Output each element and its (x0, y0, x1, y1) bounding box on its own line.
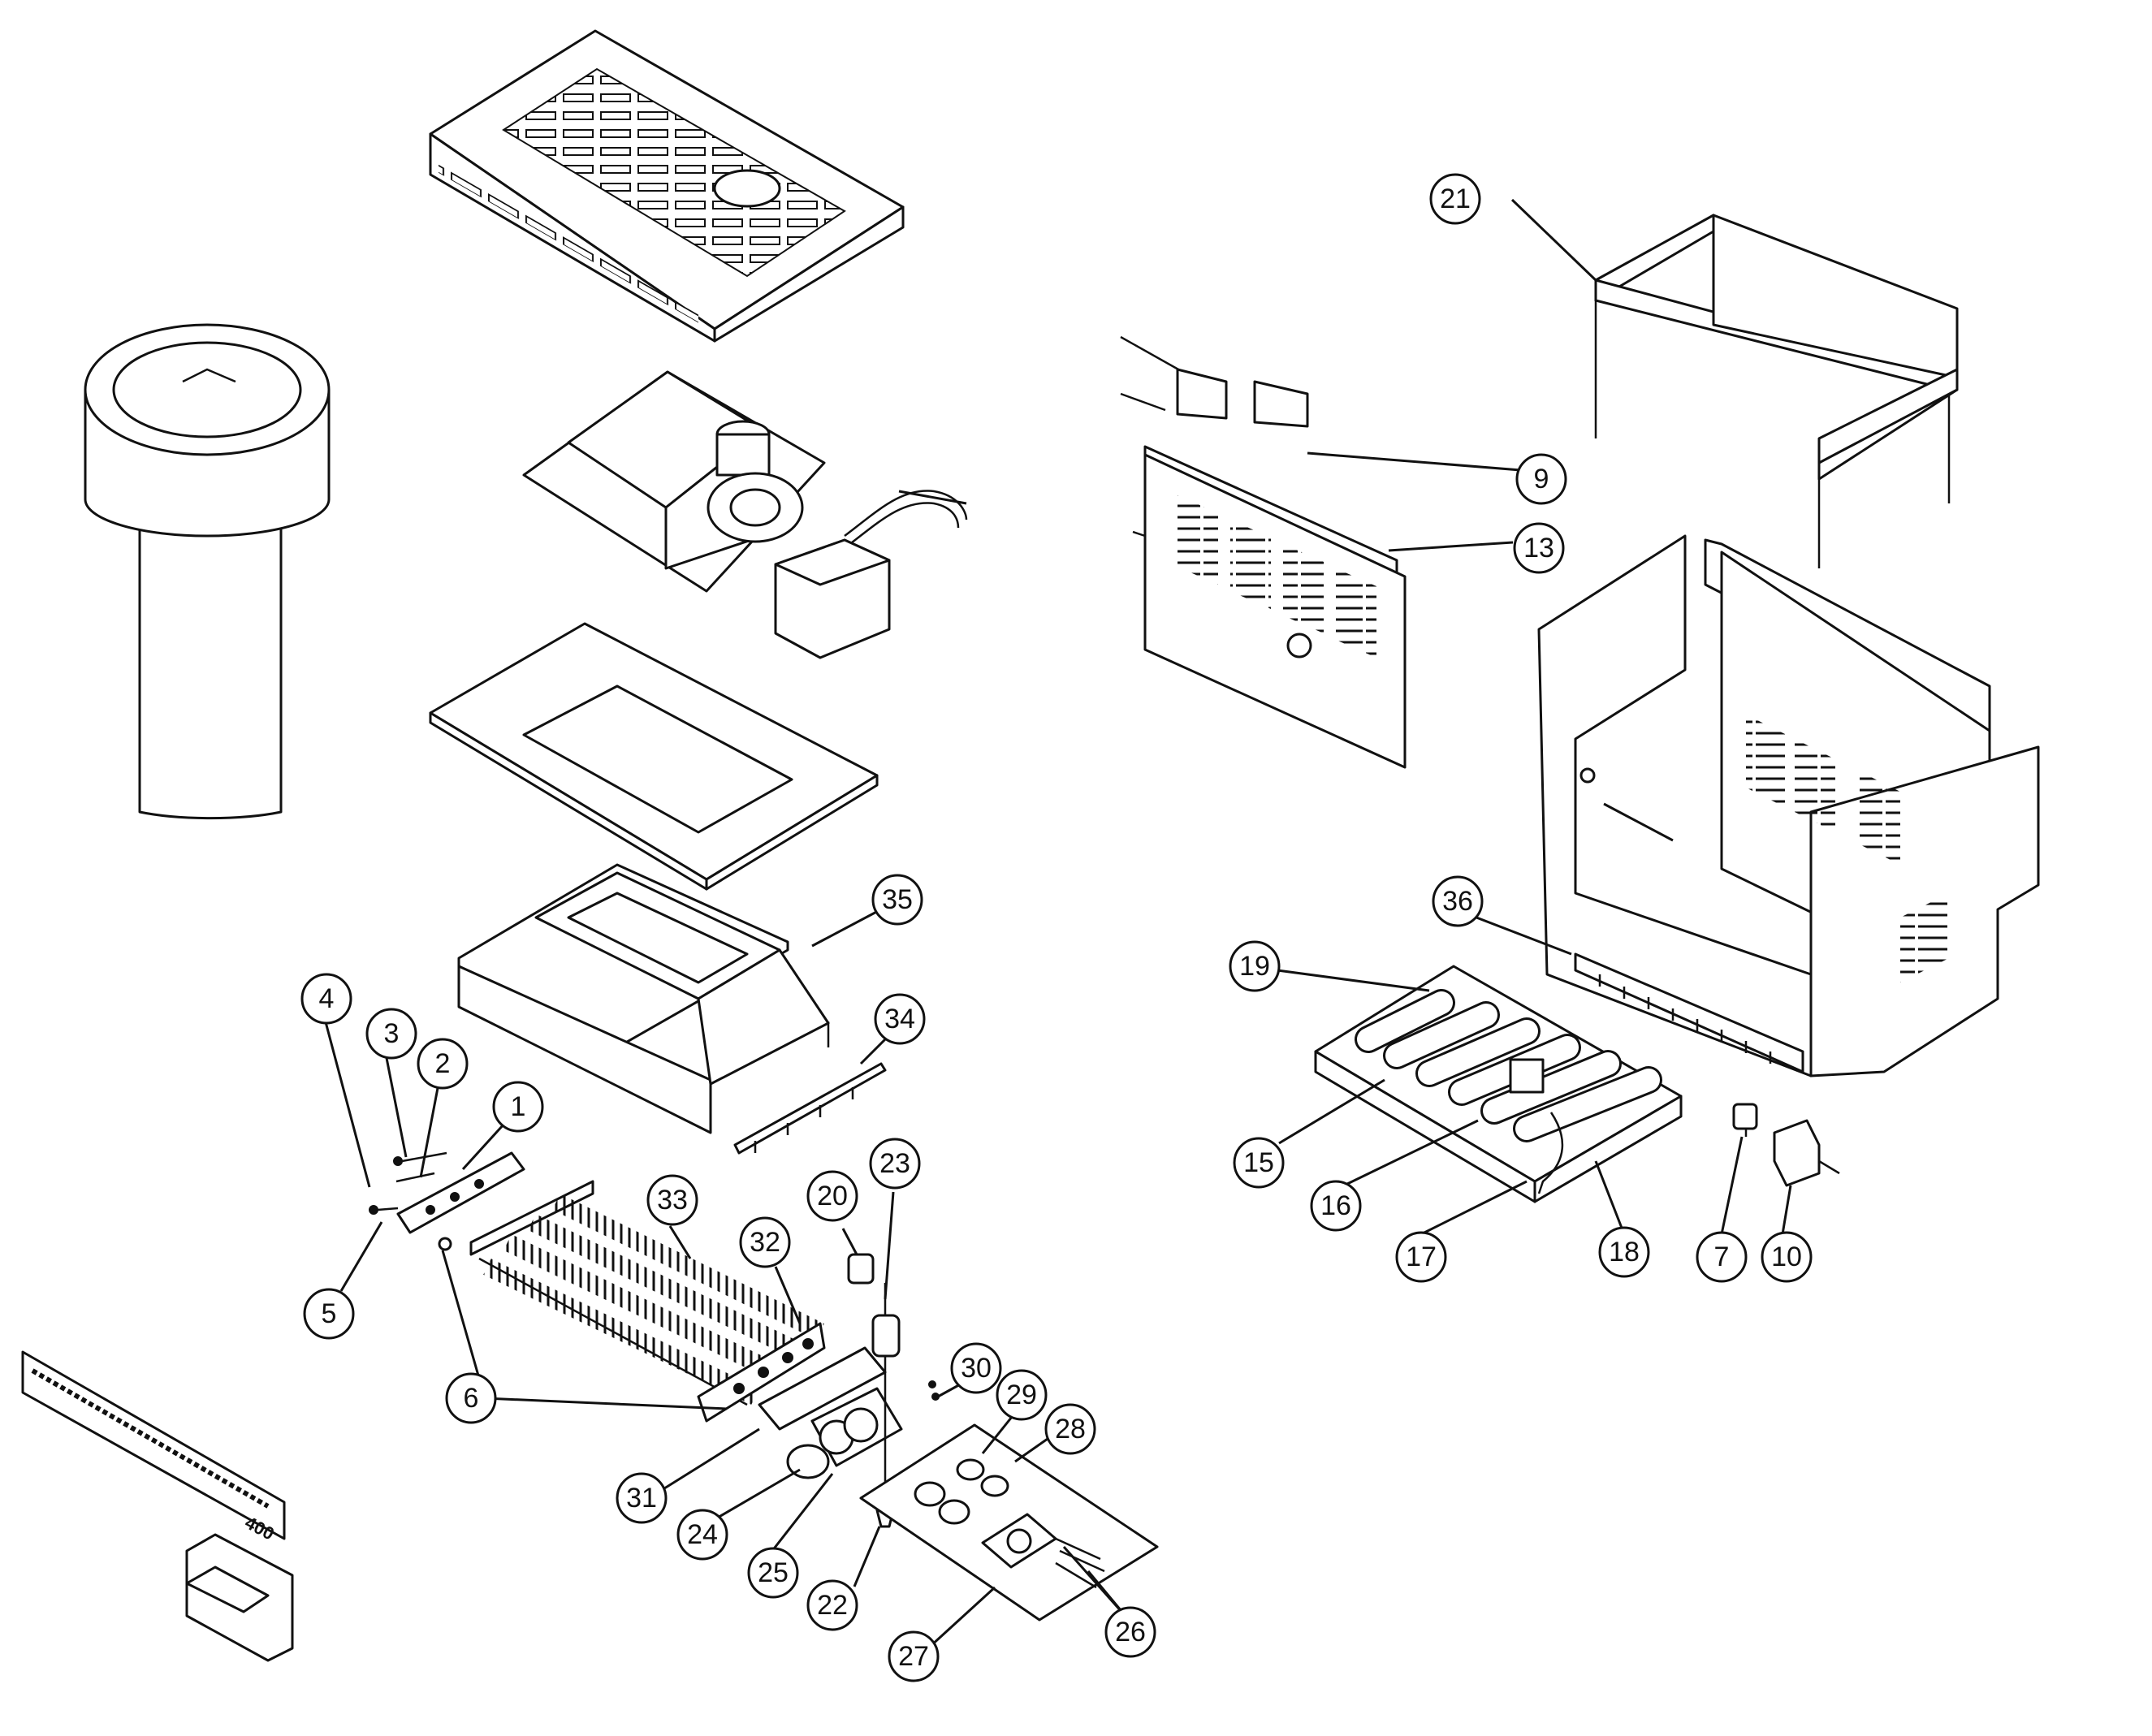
svg-text:15: 15 (1243, 1147, 1274, 1178)
svg-text:3: 3 (384, 1018, 400, 1049)
callout-5: 5 (303, 1288, 355, 1340)
svg-text:24: 24 (687, 1519, 718, 1550)
svg-text:4: 4 (319, 983, 335, 1014)
top-cover (429, 29, 905, 343)
flue-collar (84, 323, 331, 820)
svg-text:29: 29 (1006, 1380, 1037, 1410)
callout-35: 35 (871, 874, 923, 926)
callout-22: 22 (806, 1579, 858, 1631)
callout-2: 2 (417, 1038, 469, 1090)
svg-text:7: 7 (1714, 1242, 1730, 1272)
callout-30: 30 (950, 1342, 1002, 1394)
gasket-kit-tray (859, 1380, 1159, 1622)
svg-text:30: 30 (961, 1353, 992, 1384)
svg-text:35: 35 (882, 884, 913, 915)
svg-text:28: 28 (1055, 1414, 1086, 1445)
callout-19: 19 (1229, 940, 1281, 992)
callout-28: 28 (1044, 1403, 1096, 1455)
callout-25: 25 (747, 1547, 799, 1599)
svg-text:9: 9 (1534, 464, 1549, 494)
callout-21: 21 (1429, 173, 1481, 225)
callout-26: 26 (1104, 1606, 1156, 1658)
top-frame (1594, 214, 1959, 568)
front-trim-panel: 400 (21, 1350, 286, 1544)
callout-29: 29 (996, 1369, 1048, 1421)
svg-text:19: 19 (1239, 951, 1270, 982)
baffle-strip (733, 1062, 887, 1155)
burner-rack (1314, 965, 1683, 1203)
insulation-plate (429, 622, 879, 891)
burner-tray-strip (1574, 952, 1804, 1073)
svg-text:22: 22 (817, 1590, 848, 1621)
svg-text:32: 32 (750, 1227, 780, 1258)
svg-text:5: 5 (322, 1298, 337, 1329)
svg-text:13: 13 (1523, 533, 1554, 564)
jacket-bracket (185, 1533, 294, 1662)
callout-9: 9 (1515, 453, 1567, 505)
junction-box (1773, 1119, 1840, 1187)
svg-text:2: 2 (435, 1048, 451, 1079)
callout-33: 33 (646, 1174, 698, 1226)
svg-text:27: 27 (898, 1641, 929, 1672)
svg-text:6: 6 (464, 1383, 479, 1414)
gas-valve-assembly (758, 1253, 903, 1528)
callout-1: 1 (492, 1081, 544, 1133)
pressure-switch (1732, 1103, 1758, 1137)
callout-7: 7 (1696, 1231, 1748, 1283)
svg-text:16: 16 (1320, 1190, 1351, 1221)
flue-collector (457, 863, 830, 1134)
cabinet-jacket (1537, 534, 2040, 1077)
callout-31: 31 (616, 1472, 668, 1524)
callout-24: 24 (676, 1509, 728, 1561)
callout-36: 36 (1432, 875, 1484, 927)
blower-assembly (522, 370, 968, 659)
callout-10: 10 (1761, 1231, 1813, 1283)
svg-text:10: 10 (1771, 1242, 1802, 1272)
callout-20: 20 (806, 1170, 858, 1222)
callout-18: 18 (1598, 1226, 1650, 1278)
svg-text:1: 1 (511, 1091, 526, 1122)
callout-23: 23 (869, 1138, 921, 1190)
callout-34: 34 (874, 993, 926, 1045)
svg-text:18: 18 (1609, 1237, 1640, 1267)
svg-text:26: 26 (1115, 1617, 1146, 1647)
svg-text:34: 34 (884, 1004, 915, 1034)
callout-6: 6 (445, 1372, 497, 1424)
svg-text:17: 17 (1406, 1242, 1437, 1272)
callout-13: 13 (1513, 522, 1565, 574)
control-panel-group (1120, 335, 1407, 769)
callout-16: 16 (1310, 1180, 1362, 1232)
callout-4: 4 (300, 973, 352, 1025)
callout-15: 15 (1233, 1137, 1285, 1189)
svg-text:33: 33 (657, 1185, 688, 1216)
leader-lines (323, 198, 1792, 1648)
svg-text:31: 31 (626, 1483, 657, 1514)
svg-text:21: 21 (1440, 184, 1471, 214)
svg-text:20: 20 (817, 1181, 848, 1211)
heat-exchanger (469, 1180, 826, 1423)
callout-3: 3 (365, 1008, 417, 1060)
svg-text:23: 23 (879, 1148, 910, 1179)
callout-17: 17 (1395, 1231, 1447, 1283)
svg-text:36: 36 (1442, 886, 1473, 917)
callout-27: 27 (888, 1630, 940, 1682)
svg-text:25: 25 (758, 1557, 789, 1588)
callout-32: 32 (739, 1216, 791, 1268)
